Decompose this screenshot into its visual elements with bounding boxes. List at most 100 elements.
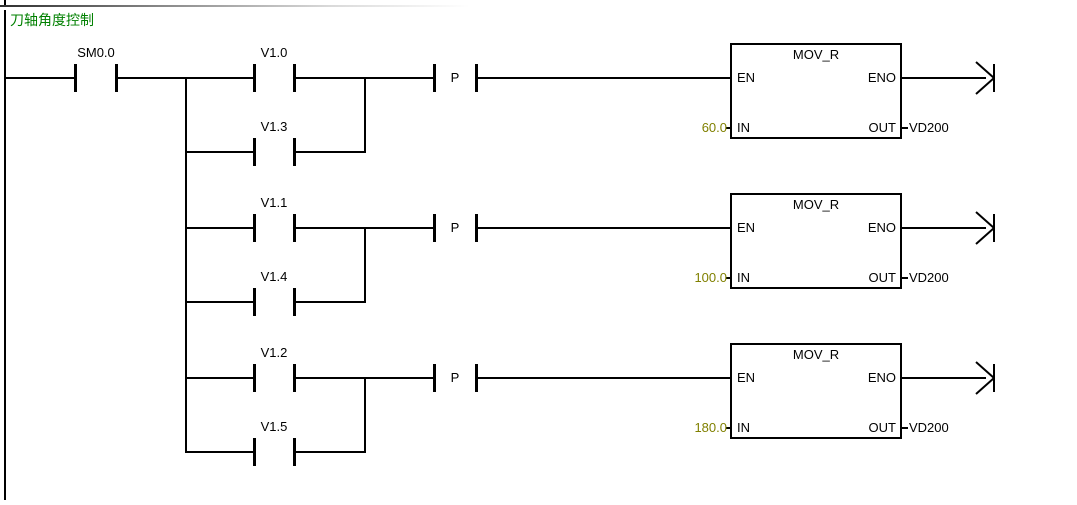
- pin-eno: ENO: [867, 220, 896, 235]
- contact-v1-5[interactable]: V1.5: [214, 419, 334, 468]
- contact-bar: [475, 64, 478, 92]
- wire: [186, 151, 253, 153]
- wire: [902, 377, 986, 379]
- edge-contact-p[interactable]: P: [425, 364, 485, 392]
- block-name: MOV_R: [792, 47, 840, 62]
- contact-bar: [293, 64, 296, 92]
- pin-in: IN: [737, 420, 750, 435]
- contact-v1-2[interactable]: V1.2: [214, 345, 334, 394]
- contact-bar: [293, 438, 296, 466]
- contact-bar: [74, 64, 77, 92]
- contact-bar: [115, 64, 118, 92]
- contact-operand[interactable]: V1.5: [260, 419, 288, 434]
- contact-bar: [475, 364, 478, 392]
- rung-1: SM0.0 V1.0 V1.3 P MOV_R EN ENO I: [0, 43, 1077, 193]
- contact-bar: [433, 214, 436, 242]
- contact-v1-3[interactable]: V1.3: [214, 119, 334, 168]
- edge-contact-label: P: [450, 370, 460, 385]
- wire: [186, 227, 253, 229]
- rung-3: V1.2 V1.5 P MOV_R EN ENO IN OUT 180.0: [0, 343, 1077, 493]
- contact-bar: [293, 364, 296, 392]
- contact-sm0-0[interactable]: SM0.0: [36, 45, 156, 94]
- pin-stub: [902, 277, 908, 279]
- wire: [478, 377, 730, 379]
- branch-vertical-main: [185, 77, 187, 453]
- wire: [296, 151, 366, 153]
- wire: [296, 451, 366, 453]
- continuation-arrow-icon: [975, 361, 995, 395]
- function-block-mov-r[interactable]: MOV_R EN ENO IN OUT: [730, 343, 902, 439]
- contact-operand[interactable]: V1.1: [260, 195, 288, 210]
- contact-bar: [253, 438, 256, 466]
- wire: [902, 77, 986, 79]
- pin-stub: [726, 427, 731, 429]
- contact-operand[interactable]: V1.0: [260, 45, 288, 60]
- out-operand[interactable]: VD200: [909, 120, 949, 135]
- contact-operand[interactable]: V1.3: [260, 119, 288, 134]
- pin-eno: ENO: [867, 370, 896, 385]
- contact-bar: [293, 214, 296, 242]
- block-name: MOV_R: [792, 347, 840, 362]
- contact-v1-0[interactable]: V1.0: [214, 45, 334, 94]
- block-name: MOV_R: [792, 197, 840, 212]
- wire: [296, 77, 433, 79]
- wire: [296, 377, 433, 379]
- edge-contact-p[interactable]: P: [425, 214, 485, 242]
- wire: [296, 301, 366, 303]
- rung-2: V1.1 V1.4 P MOV_R EN ENO IN OUT 100.0: [0, 193, 1077, 343]
- contact-bar: [433, 64, 436, 92]
- in-value[interactable]: 60.0: [701, 120, 727, 135]
- pin-stub: [902, 427, 908, 429]
- contact-bar: [475, 214, 478, 242]
- pin-en: EN: [737, 220, 756, 235]
- contact-v1-4[interactable]: V1.4: [214, 269, 334, 318]
- function-block-mov-r[interactable]: MOV_R EN ENO IN OUT: [730, 43, 902, 139]
- pin-stub: [902, 127, 908, 129]
- contact-bar: [293, 288, 296, 316]
- branch-vertical: [364, 77, 366, 153]
- power-rail: [4, 10, 6, 500]
- pin-out: OUT: [868, 120, 896, 135]
- pin-eno: ENO: [867, 70, 896, 85]
- pin-in: IN: [737, 270, 750, 285]
- wire: [186, 451, 253, 453]
- pin-out: OUT: [868, 420, 896, 435]
- edge-contact-label: P: [450, 70, 460, 85]
- edge-contact-p[interactable]: P: [425, 64, 485, 92]
- branch-vertical: [364, 377, 366, 453]
- network-comment[interactable]: 刀轴角度控制: [10, 12, 94, 28]
- contact-bar: [293, 138, 296, 166]
- pin-out: OUT: [868, 270, 896, 285]
- wire: [186, 377, 253, 379]
- wire: [902, 227, 986, 229]
- in-value[interactable]: 180.0: [694, 420, 727, 435]
- contact-operand[interactable]: SM0.0: [77, 45, 115, 60]
- branch-vertical: [364, 227, 366, 303]
- in-value[interactable]: 100.0: [694, 270, 727, 285]
- wire: [186, 301, 253, 303]
- contact-bar: [253, 288, 256, 316]
- wire: [118, 77, 253, 79]
- contact-bar: [253, 64, 256, 92]
- contact-bar: [253, 364, 256, 392]
- out-operand[interactable]: VD200: [909, 270, 949, 285]
- pin-in: IN: [737, 120, 750, 135]
- contact-bar: [433, 364, 436, 392]
- contact-v1-1[interactable]: V1.1: [214, 195, 334, 244]
- contact-operand[interactable]: V1.2: [260, 345, 288, 360]
- pin-en: EN: [737, 370, 756, 385]
- out-operand[interactable]: VD200: [909, 420, 949, 435]
- continuation-arrow-icon: [975, 61, 995, 95]
- wire: [296, 227, 433, 229]
- contact-bar: [253, 138, 256, 166]
- wire: [478, 227, 730, 229]
- previous-network-rail-stub: [4, 0, 6, 5]
- continuation-arrow-icon: [975, 211, 995, 245]
- contact-operand[interactable]: V1.4: [260, 269, 288, 284]
- function-block-mov-r[interactable]: MOV_R EN ENO IN OUT: [730, 193, 902, 289]
- contact-bar: [253, 214, 256, 242]
- pin-stub: [726, 127, 731, 129]
- wire: [478, 77, 730, 79]
- pin-stub: [726, 277, 731, 279]
- network-divider: [0, 5, 470, 7]
